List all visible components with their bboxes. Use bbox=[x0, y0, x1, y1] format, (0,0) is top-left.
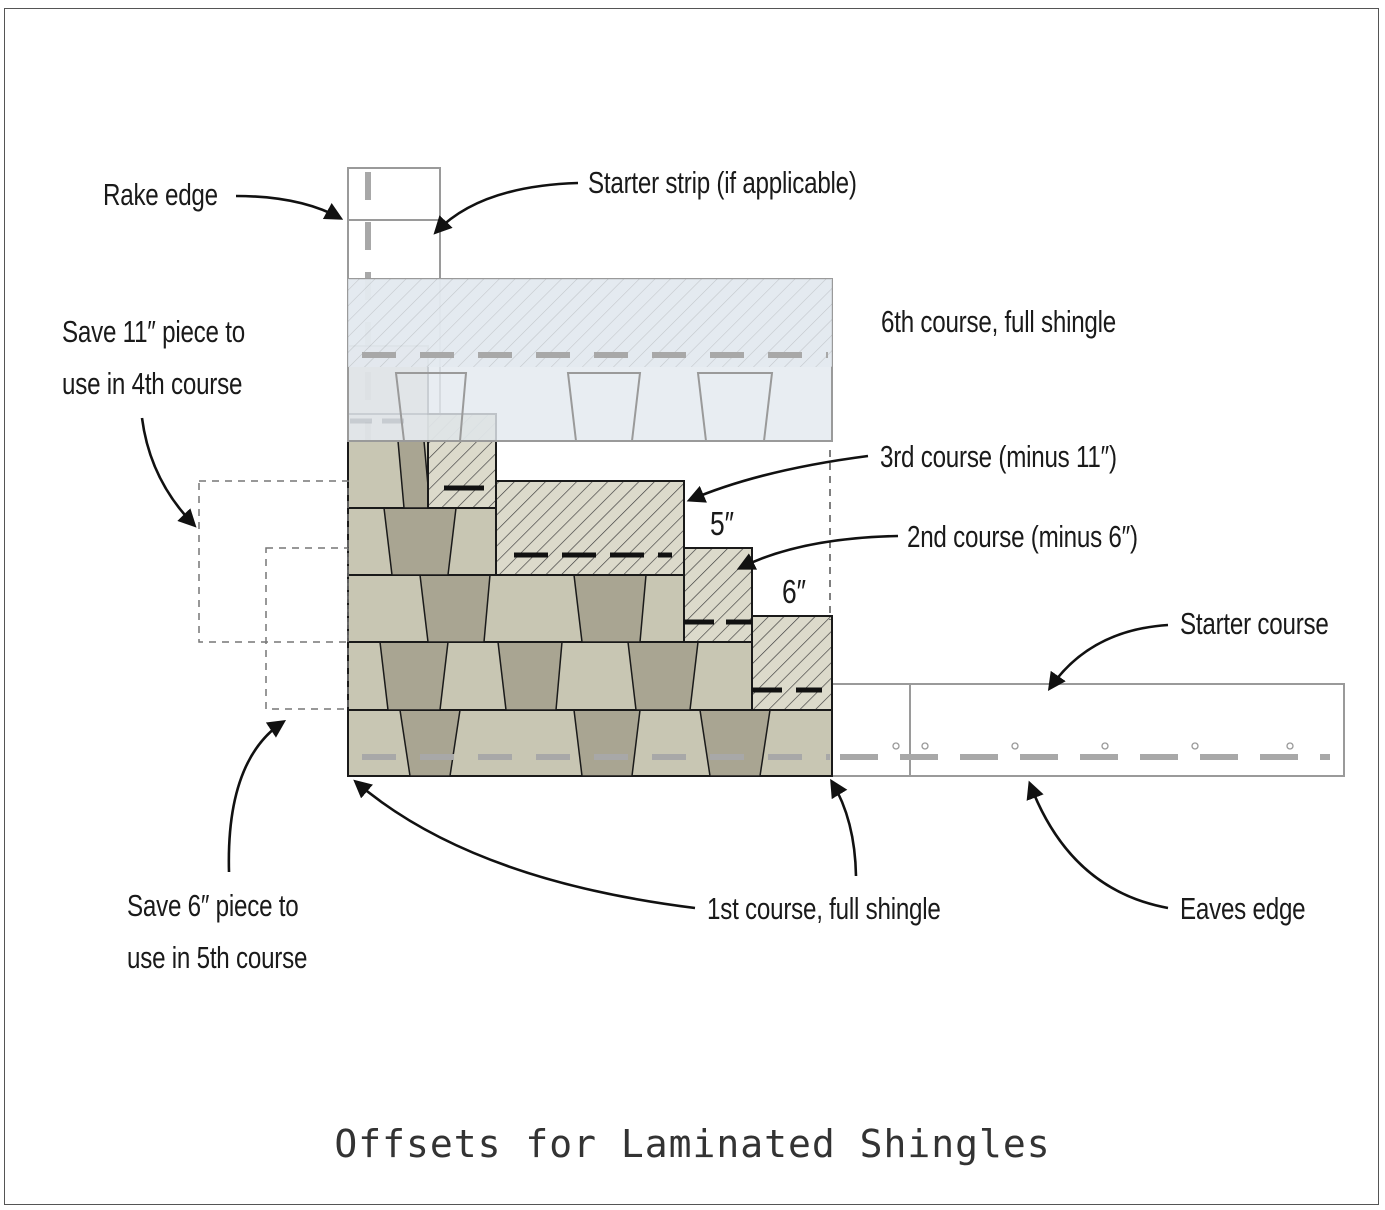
arrow-first-course-right bbox=[830, 778, 858, 877]
first-course-label: 1st course, full shingle bbox=[707, 891, 941, 926]
second-course-shingle bbox=[347, 615, 833, 711]
second-course-label: 2nd course (minus 6″) bbox=[907, 519, 1138, 554]
arrow-rake-edge bbox=[235, 194, 344, 220]
saved-6-inch-piece bbox=[265, 547, 349, 710]
eaves-edge-label: Eaves edge bbox=[1180, 891, 1306, 926]
arrow-second-course bbox=[736, 534, 899, 570]
arrow-third-course bbox=[686, 454, 869, 503]
dimension-6-inch: 6″ bbox=[782, 573, 807, 610]
save-6-label: Save 6″ piece to use in 5th course bbox=[127, 888, 308, 975]
arrow-save-11 bbox=[140, 417, 197, 528]
rake-edge-label: Rake edge bbox=[103, 177, 218, 212]
starter-strip-label: Starter strip (if applicable) bbox=[588, 165, 857, 200]
sixth-course-label: 6th course, full shingle bbox=[881, 304, 1116, 339]
callout-arrows bbox=[140, 181, 1169, 910]
arrow-starter-strip bbox=[433, 181, 579, 235]
sixth-course-shingle bbox=[347, 278, 833, 442]
dimension-5-inch: 5″ bbox=[710, 505, 735, 542]
fourth-course-shingle bbox=[347, 480, 685, 576]
arrow-save-6 bbox=[227, 719, 287, 873]
arrow-starter-course bbox=[1047, 623, 1169, 691]
arrow-eaves-edge bbox=[1026, 780, 1169, 910]
arrow-first-course-left bbox=[353, 779, 696, 910]
first-course-shingle bbox=[347, 709, 833, 777]
third-course-label: 3rd course (minus 11″) bbox=[880, 439, 1117, 474]
saved-11-inch-piece bbox=[198, 480, 349, 643]
starter-course-label: Starter course bbox=[1180, 606, 1329, 641]
diagram-caption: Offsets for Laminated Shingles bbox=[334, 1122, 1051, 1166]
diagram-frame bbox=[4, 8, 1379, 1205]
save-11-label: Save 11″ piece to use in 4th course bbox=[62, 314, 245, 401]
